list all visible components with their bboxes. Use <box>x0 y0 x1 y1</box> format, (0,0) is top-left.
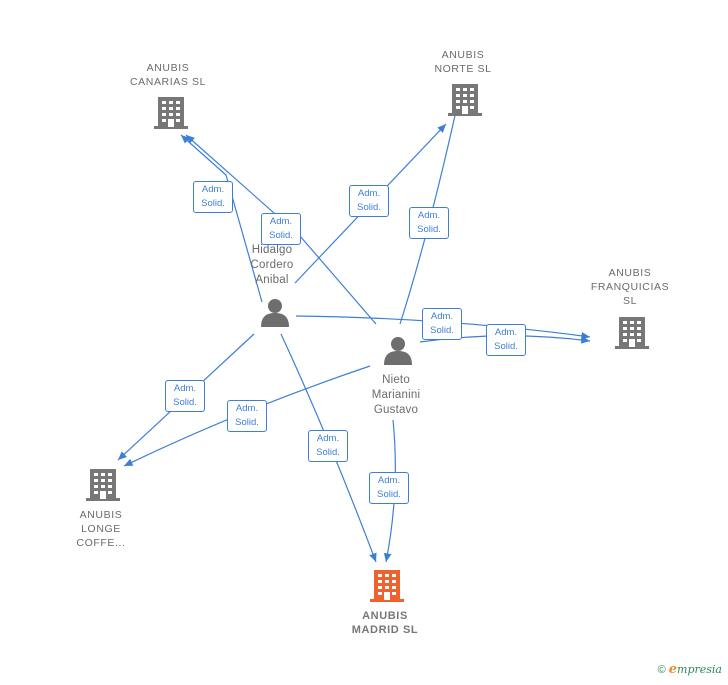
edge-label: Adm. Solid. <box>349 185 389 217</box>
edge-label: Adm. Solid. <box>422 308 462 340</box>
building-icon[interactable] <box>86 469 120 501</box>
company-label-madrid[interactable]: ANUBIS MADRID SL <box>351 610 419 636</box>
person-label-nieto[interactable]: Nieto Marianini Gustavo <box>371 374 421 416</box>
person-icon[interactable] <box>261 299 289 327</box>
edge-label: Adm. Solid. <box>193 181 233 213</box>
edge-label: Adm. Solid. <box>165 380 205 412</box>
edge-label: Adm. Solid. <box>227 400 267 432</box>
edge-label: Adm. Solid. <box>308 430 348 462</box>
building-icon[interactable] <box>615 317 649 349</box>
person-icon[interactable] <box>384 337 412 365</box>
building-icon[interactable] <box>370 570 404 602</box>
company-label-longe[interactable]: ANUBIS LONGE COFFE... <box>76 509 126 549</box>
building-icon[interactable] <box>154 97 188 129</box>
edge-label: Adm. Solid. <box>369 472 409 504</box>
company-label-canarias[interactable]: ANUBIS CANARIAS SL <box>129 62 207 88</box>
company-label-franquicias[interactable]: ANUBIS FRANQUICIAS SL <box>590 267 670 307</box>
edge-hidalgo-canarias <box>180 134 263 303</box>
company-label-norte[interactable]: ANUBIS NORTE SL <box>434 49 492 75</box>
empresia-watermark: © empresia <box>658 662 722 677</box>
edge-label: Adm. Solid. <box>261 213 301 245</box>
copyright-symbol: © <box>657 664 666 676</box>
edge-label: Adm. Solid. <box>409 207 449 239</box>
empresia-logo: empresia <box>668 662 722 677</box>
edge-label: Adm. Solid. <box>486 324 526 356</box>
person-label-hidalgo[interactable]: Hidalgo Cordero Anibal <box>250 244 294 286</box>
building-icon[interactable] <box>448 84 482 116</box>
